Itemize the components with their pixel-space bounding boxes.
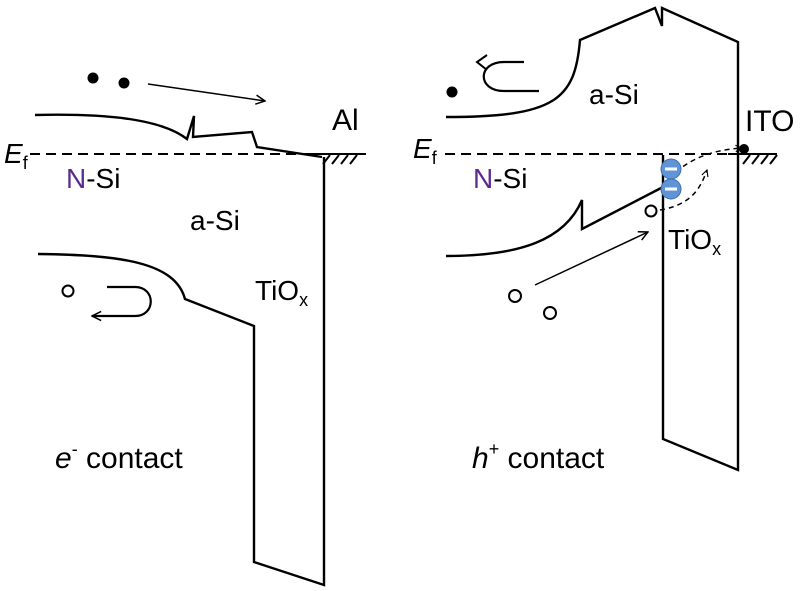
right-electron-arrowhead xyxy=(475,54,488,71)
right-electron-reflection-arrow xyxy=(482,60,539,93)
right-metal-label: ITO xyxy=(745,105,794,138)
left-valence-band xyxy=(37,157,326,587)
right-hole-1 xyxy=(508,289,522,303)
left-substrate-label: N-Si xyxy=(66,163,120,194)
left-hole xyxy=(61,284,75,298)
right-metal-electron xyxy=(739,144,749,154)
electron-contact-caption: e- contact xyxy=(55,439,183,475)
right-substrate-label: N-Si xyxy=(473,163,527,194)
left-conduction-band xyxy=(34,113,323,159)
right-tiox-label: TiOx xyxy=(668,224,721,259)
interface-negative-charge-1 xyxy=(660,158,682,180)
left-electron-1 xyxy=(87,72,99,84)
left-fermi-label: Ef xyxy=(4,138,29,173)
right-tunneling-path-2 xyxy=(675,148,742,173)
right-valence-band xyxy=(445,185,664,258)
right-hole-2 xyxy=(543,306,557,320)
right-metal-ground-symbol xyxy=(728,153,778,165)
right-electron xyxy=(446,86,458,98)
right-fermi-label: Ef xyxy=(413,133,438,168)
right-hole-interface xyxy=(644,204,658,218)
left-hole-reflection-arrow xyxy=(92,285,152,316)
right-conduction-band xyxy=(445,6,740,472)
left-a-si-label: a-Si xyxy=(190,205,240,236)
right-a-si-label: a-Si xyxy=(589,79,639,110)
left-metal-label: Al xyxy=(332,104,359,137)
right-panel: Ef N-Si a-Si TiOx ITO h+ contact xyxy=(413,6,794,475)
interface-negative-charge-2 xyxy=(660,178,682,200)
left-panel: Ef N-Si a-Si TiOx Al e- contact xyxy=(4,72,366,587)
left-electron-arrow xyxy=(147,83,265,101)
right-hole-arrow xyxy=(534,232,648,286)
hole-contact-caption: h+ contact xyxy=(472,439,605,475)
left-electron-2 xyxy=(118,77,130,89)
left-tiox-label: TiOx xyxy=(255,275,308,310)
